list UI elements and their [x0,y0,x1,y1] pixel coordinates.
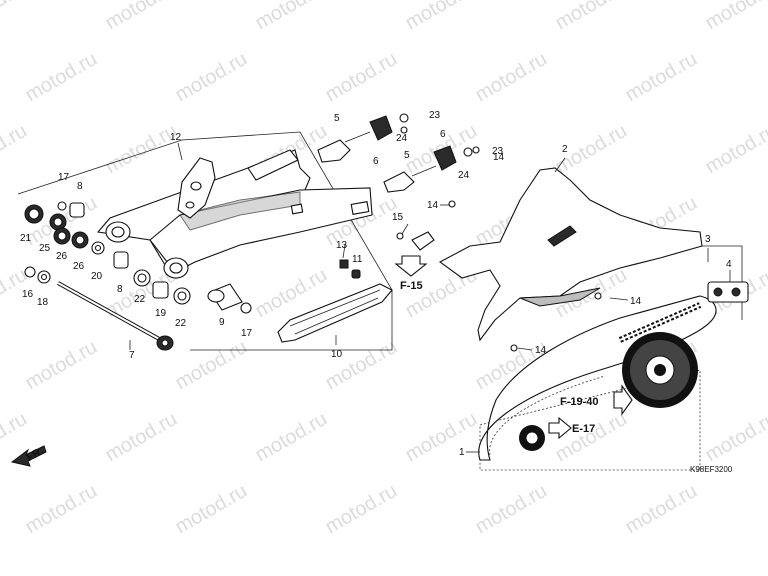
part-number-4: 4 [726,259,732,270]
watermark-text: motod.ru [552,408,631,467]
chain-slider-part-10 [277,283,393,343]
part-number-24-lower: 24 [458,170,470,181]
watermark-text: motod.ru [322,48,401,107]
driven-sprocket [622,332,698,408]
watermark-text: motod.ru [0,0,31,34]
part-number-5-upper: 5 [334,113,340,124]
part-number-6-lower: 6 [440,129,446,140]
chain-kit-part-3 [618,302,702,343]
watermark-text: motod.ru [552,0,631,34]
ref-f1940-label: F-19-40 [560,396,599,408]
watermark-text: motod.ru [102,0,181,34]
part-number-8-upper: 8 [77,181,83,192]
watermark-text: motod.ru [102,408,181,467]
watermark-text: motod.ru [702,120,768,179]
part-number-17-a: 17 [58,172,70,183]
part-number-21: 21 [20,233,32,244]
arrow-e17 [548,416,572,440]
hugger-part-2 [438,167,703,352]
diagram-code: K98EF3200 [690,465,733,474]
part-number-5-lower: 5 [404,150,410,161]
watermark-text: motod.ru [172,336,251,395]
part-number-6-upper: 6 [373,156,379,167]
watermark-text: motod.ru [322,480,401,539]
part-number-14-c: 14 [630,296,642,307]
chain-adjuster-upper [317,113,409,163]
part-number-2: 2 [562,144,568,155]
part-number-18: 18 [37,297,49,308]
part-number-9: 9 [219,317,225,328]
part-number-12: 12 [170,132,182,143]
leader-lines [129,142,731,453]
part-number-14-a: 14 [427,200,439,211]
part-number-10: 10 [331,349,343,360]
part-number-15: 15 [392,212,404,223]
part-number-26-b: 26 [73,261,85,272]
part-number-24-upper: 24 [396,133,408,144]
master-link-part-4 [707,281,749,303]
watermark-text: motod.ru [22,336,101,395]
watermark-text: motod.ru [472,480,551,539]
front-arrow-icon [10,445,47,467]
watermark-text: motod.ru [22,48,101,107]
part-number-23-upper: 23 [429,110,441,121]
part-labels: 1 2 3 4 5 5 6 6 7 8 8 9 10 11 12 13 14 1… [20,110,732,458]
pivot-hardware-left [24,201,191,305]
watermark-text: motod.ru [402,0,481,34]
drive-sprocket [519,425,545,451]
part-number-7: 7 [129,350,135,361]
bolt-part-13 [339,259,349,269]
watermark-text: motod.ru [702,408,768,467]
part-number-13: 13 [336,240,348,251]
ref-f15-label: F-15 [400,280,423,292]
watermark-text: motod.ru [252,0,331,34]
watermark-text: motod.ru [22,480,101,539]
part-number-22-a: 22 [134,294,146,305]
axle-part-7 [57,281,174,351]
part-number-14-d: 14 [535,345,547,356]
watermark-text: motod.ru [0,120,31,179]
part-number-26-a: 26 [56,251,68,262]
collar-part-9 [207,283,252,314]
part-number-11: 11 [352,254,363,265]
part-number-8-lower: 8 [117,284,123,295]
watermark-text: motod.ru [172,48,251,107]
ref-e17-label: E-17 [572,423,595,435]
part-number-23-lower: 23 [492,146,504,157]
watermark-text: motod.ru [622,480,701,539]
part-number-17-b: 17 [241,328,253,339]
part-number-1: 1 [459,447,465,458]
watermark-text: motod.ru [622,48,701,107]
watermark-text: motod.ru [102,120,181,179]
nut-part-11 [351,269,361,279]
part-number-20: 20 [91,271,103,282]
clip-part-15 [396,231,435,251]
watermark-text: motod.ru [252,408,331,467]
watermark-text: motod.ru [322,336,401,395]
watermark-text: motod.ru [472,48,551,107]
part-number-25: 25 [39,243,51,254]
watermark-text: motod.ru [172,480,251,539]
part-number-3: 3 [705,234,711,245]
chain-adjuster-lower [383,145,480,193]
arrow-f1940 [613,384,633,416]
part-number-16: 16 [22,289,34,300]
part-number-22-b: 22 [175,318,187,329]
part-number-14-b: 14 [493,152,505,163]
swingarm-part-12 [96,149,373,279]
arrow-f15 [394,255,428,277]
part-number-19: 19 [155,308,167,319]
watermark-text: motod.ru [702,0,768,34]
watermark-text: motod.ru [402,408,481,467]
